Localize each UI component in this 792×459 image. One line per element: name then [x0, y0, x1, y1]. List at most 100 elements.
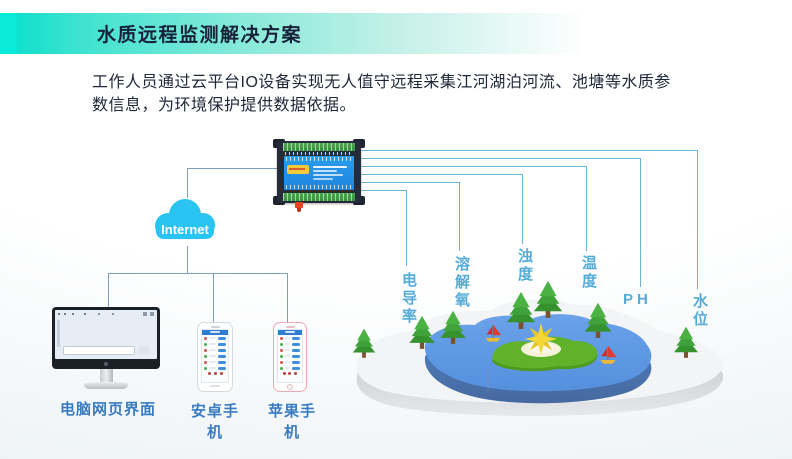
app-header-bar [278, 330, 302, 335]
row-action-button [292, 342, 300, 346]
row-text-bar [209, 349, 216, 351]
monitor-frame [52, 307, 160, 369]
monitor-stand-neck [99, 369, 113, 382]
sensor-label-water-level: 水位 [691, 293, 708, 329]
banner-accent-block [0, 13, 17, 54]
screen-input-bar [63, 346, 135, 355]
terminal-strip-bottom [283, 193, 355, 201]
sensor-line [361, 174, 522, 175]
footer-icon [288, 372, 292, 375]
device-body [277, 141, 361, 203]
sensor-line [459, 182, 460, 251]
app-row [278, 359, 302, 365]
lake-scene [352, 280, 724, 416]
footer-icon [213, 372, 217, 375]
description-line-1: 工作人员通过云平台IO设备实现无人值守远程采集江河湖泊河流、池塘等水质参 [92, 74, 671, 91]
row-status-icon [280, 348, 283, 352]
row-status-icon [280, 354, 283, 358]
screen-button [139, 346, 149, 355]
row-action-button [292, 354, 300, 358]
star-plant-icon [525, 323, 557, 355]
sensor-line [361, 150, 697, 151]
panel-text-bar [313, 166, 347, 168]
sensor-line [361, 158, 640, 159]
toolbar-dots [58, 313, 60, 315]
label-apple-phone: 苹果手机 [267, 403, 316, 441]
sensor-label-ph: PH [623, 291, 652, 308]
row-text-bar [209, 355, 216, 357]
row-status-icon [204, 354, 207, 358]
row-text-bar [285, 343, 290, 345]
sensor-label-turbidity: 浊度 [516, 248, 533, 284]
row-action-button [218, 366, 226, 370]
description-text: 工作人员通过云平台IO设备实现无人值守远程采集江河湖泊河流、池塘等水质参 数信息… [92, 71, 752, 117]
sensor-label-temperature: 温度 [580, 255, 597, 291]
app-row [278, 341, 302, 347]
app-row-list [202, 335, 228, 371]
iphone-drop-line [287, 273, 288, 322]
row-text-bar [209, 343, 216, 345]
app-footer-icons [202, 371, 228, 375]
io-device-icon [273, 139, 365, 212]
app-row [202, 335, 228, 341]
panel-text-bar [313, 178, 333, 180]
brand-label-chip [287, 165, 309, 174]
device-to-cloud-line [187, 168, 277, 169]
app-row [278, 347, 302, 353]
row-text-bar [209, 361, 216, 363]
cloud-label: Internet [161, 222, 209, 237]
sensor-line [361, 190, 406, 191]
panel-text-bar [313, 170, 337, 172]
sensor-line [406, 190, 407, 266]
phone-screen [201, 329, 229, 383]
sensor-line [640, 158, 641, 287]
title-banner [0, 13, 792, 54]
sensor-line [522, 174, 523, 244]
panel-text-bar [313, 174, 343, 176]
row-action-button [292, 360, 300, 364]
home-bar [210, 385, 220, 387]
row-text-bar [285, 361, 290, 363]
desktop-computer-icon [52, 307, 160, 389]
app-row [202, 341, 228, 347]
app-row-list [278, 335, 302, 371]
page-title: 水质远程监测解决方案 [97, 25, 303, 46]
row-action-button [218, 342, 226, 346]
terminal-pins [285, 152, 353, 155]
sensor-line [361, 166, 586, 167]
row-status-icon [280, 342, 283, 346]
label-computer-web-ui: 电脑网页界面 [60, 401, 157, 418]
toolbar-grid-icon [150, 312, 154, 316]
row-text-bar [285, 349, 290, 351]
phone-speaker [210, 326, 220, 328]
sensor-line [361, 182, 459, 183]
app-row [202, 353, 228, 359]
computer-drop-line [108, 273, 109, 307]
row-status-icon [280, 336, 283, 340]
row-text-bar [285, 355, 290, 357]
panel-tick-row [286, 185, 352, 189]
cloud-down-line [187, 246, 188, 273]
island-icon [352, 280, 724, 416]
app-footer-icons [278, 371, 302, 375]
footer-icon [219, 372, 223, 375]
row-action-button [218, 360, 226, 364]
sensor-line [697, 150, 698, 289]
label-android-phone: 安卓手机 [190, 403, 239, 441]
android-drop-line [213, 273, 214, 322]
app-row [278, 335, 302, 341]
sensor-line [586, 166, 587, 251]
row-status-icon [204, 360, 207, 364]
distribution-line [108, 273, 287, 274]
row-action-button [292, 336, 300, 340]
footer-icon [207, 372, 211, 375]
android-phone-icon [197, 322, 233, 392]
apple-logo-icon [104, 362, 108, 366]
row-status-icon [280, 360, 283, 364]
phone-screen [277, 329, 303, 383]
row-status-icon [204, 342, 207, 346]
monitor-stand-base [84, 382, 128, 389]
row-text-bar [285, 337, 290, 339]
description-line-2: 数信息，为环境保护提供数据依据。 [92, 97, 357, 114]
